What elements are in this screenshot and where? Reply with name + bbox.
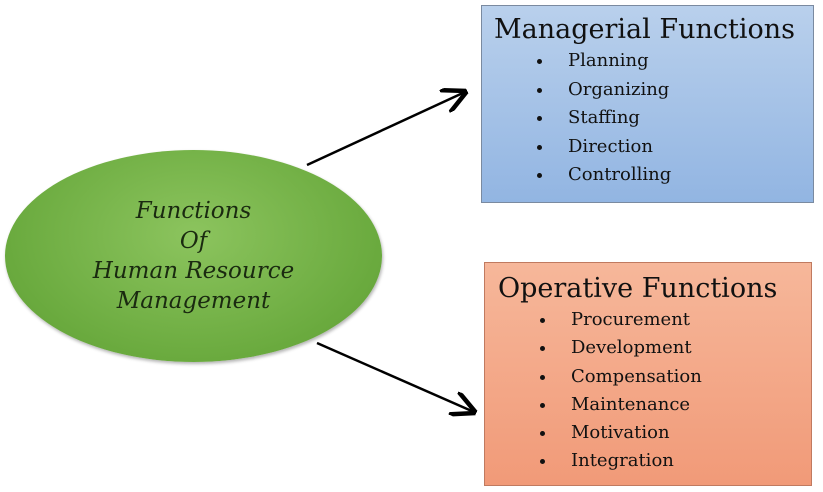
center-line: Human Resource	[92, 258, 295, 284]
arrow-to-managerial	[306, 92, 465, 167]
list-item: Procurement	[557, 306, 811, 334]
managerial-functions-box: Managerial Functions Planning Organizing…	[481, 5, 814, 203]
list-item: Direction	[554, 133, 813, 162]
operative-functions-box: Operative Functions Procurement Developm…	[484, 262, 812, 486]
center-line: Functions	[135, 198, 252, 224]
operative-title: Operative Functions	[498, 273, 778, 304]
arrow-to-operative	[316, 341, 474, 412]
list-item: Compensation	[557, 363, 811, 391]
center-line: Management	[116, 288, 271, 314]
list-item: Controlling	[554, 161, 813, 190]
list-item: Motivation	[557, 419, 811, 447]
list-item: Integration	[557, 447, 811, 475]
center-line: Of	[179, 228, 208, 254]
list-item: Staffing	[554, 104, 813, 133]
list-item: Maintenance	[557, 391, 811, 419]
managerial-list: Planning Organizing Staffing Direction C…	[482, 47, 813, 190]
list-item: Organizing	[554, 76, 813, 105]
list-item: Planning	[554, 47, 813, 76]
hrm-ellipse: Functions Of Human Resource Management	[5, 150, 382, 362]
operative-list: Procurement Development Compensation Mai…	[485, 306, 811, 476]
list-item: Development	[557, 334, 811, 362]
managerial-title: Managerial Functions	[494, 14, 795, 45]
